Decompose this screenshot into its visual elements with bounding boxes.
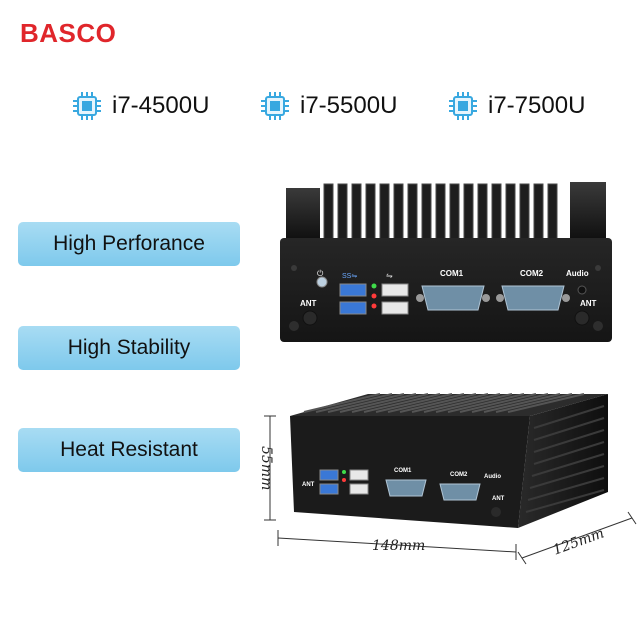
height-dimension: 55mm: [258, 446, 274, 491]
power-button[interactable]: [316, 276, 328, 288]
audio-label: Audio: [566, 269, 589, 278]
com1-port[interactable]: [421, 285, 485, 311]
led-indicator: [371, 303, 377, 309]
cpu-options: i7-4500U i7-5500U i7-7500U: [0, 88, 640, 124]
cpu-chip-icon: [73, 92, 101, 120]
antenna-port-right: [574, 310, 590, 326]
led-indicator: [342, 478, 346, 482]
cpu-chip-icon: [449, 92, 477, 120]
usb3-port-1[interactable]: [339, 283, 367, 297]
ant-left-label: ANT: [302, 482, 315, 488]
screw-icon: [482, 294, 490, 302]
brand-logo: BASCO: [20, 18, 117, 48]
feature-heat-resistant: Heat Resistant: [18, 428, 240, 472]
cpu-chip-icon: [261, 92, 289, 120]
screw-icon: [291, 265, 297, 271]
power-icon: ⏻: [317, 269, 324, 278]
heatsink-fins-top: [290, 393, 608, 416]
usb3-port-1[interactable]: [319, 469, 339, 481]
usb2-port-1[interactable]: [381, 283, 409, 297]
ant-right-label: ANT: [492, 496, 505, 502]
screw-icon: [595, 265, 601, 271]
feature-high-stability: High Stability: [18, 326, 240, 370]
audio-jack[interactable]: [577, 285, 587, 295]
com2-label: COM2: [520, 269, 544, 278]
com1-port[interactable]: [385, 479, 427, 497]
com2-port[interactable]: [439, 483, 481, 501]
screw-icon: [593, 321, 603, 331]
cpu-option-3: i7-7500U: [448, 88, 585, 124]
usb2-port-2[interactable]: [381, 301, 409, 315]
usb2-port-2[interactable]: [349, 483, 369, 495]
com1-label: COM1: [394, 468, 412, 474]
feature-high-performance: High Perforance: [18, 222, 240, 266]
com2-label: COM2: [450, 472, 468, 478]
led-indicator: [371, 293, 377, 299]
cpu-option-1: i7-4500U: [72, 88, 209, 124]
led-indicator: [371, 283, 377, 289]
com2-port[interactable]: [501, 285, 565, 311]
screw-icon: [416, 294, 424, 302]
side-fins: [525, 405, 605, 513]
usb2-port-1[interactable]: [349, 469, 369, 481]
audio-label: Audio: [484, 474, 501, 480]
screw-icon: [496, 294, 504, 302]
ant-right-label: ANT: [580, 299, 597, 308]
dimension-lines: [264, 415, 637, 565]
usb3-port-2[interactable]: [319, 483, 339, 495]
ant-left-label: ANT: [300, 299, 317, 308]
com1-label: COM1: [440, 269, 464, 278]
mini-pc-front-view: ⏻ ANT SS⇋ ⇋ COM1 COM2 Audio ANT: [280, 182, 612, 342]
usb3-icon: SS⇋: [342, 273, 357, 280]
cpu-label: i7-4500U: [112, 92, 210, 119]
cpu-label: i7-5500U: [300, 92, 398, 119]
usb2-icon: ⇋: [386, 271, 393, 280]
heatsink-fins: [286, 182, 606, 241]
cpu-label: i7-7500U: [488, 92, 586, 119]
antenna-port-right: [491, 507, 501, 517]
antenna-port-left: [302, 310, 318, 326]
usb3-port-2[interactable]: [339, 301, 367, 315]
screw-icon: [562, 294, 570, 302]
width-dimension: 148mm: [372, 538, 426, 554]
cpu-option-2: i7-5500U: [260, 88, 397, 124]
led-indicator: [342, 470, 346, 474]
mini-pc-perspective-view: ANT COM1 COM2 Audio ANT: [290, 393, 608, 528]
screw-icon: [289, 321, 299, 331]
